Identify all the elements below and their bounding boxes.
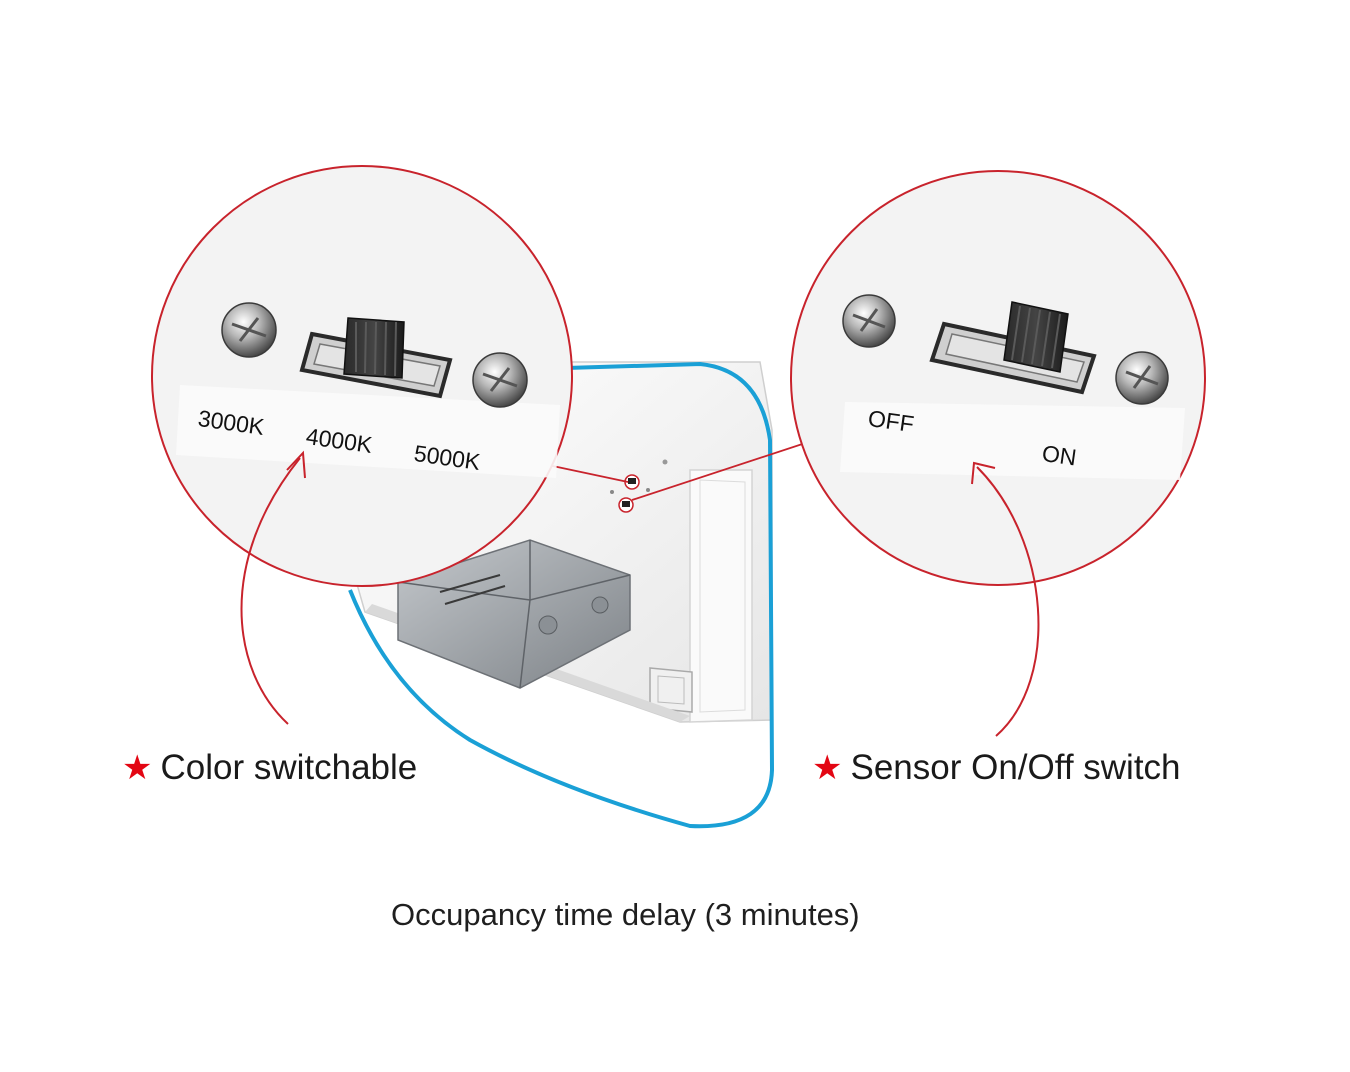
feature-sensor-switch: ★ Sensor On/Off switch xyxy=(812,748,1181,788)
sensor-switch-zoom-circle xyxy=(790,170,1206,586)
slide-switch-icon xyxy=(299,317,453,399)
feature-color-switchable-text: Color switchable xyxy=(160,748,418,787)
arrow-sensor-switch xyxy=(971,461,1040,737)
feature-color-switchable: ★ Color switchable xyxy=(122,748,417,788)
connector-line-color xyxy=(547,464,629,483)
driver-box xyxy=(397,539,631,689)
occupancy-caption: Occupancy time delay (3 minutes) xyxy=(391,897,860,932)
fixture-outline xyxy=(348,361,775,829)
arrow-color-switch xyxy=(240,450,306,725)
screw-icon xyxy=(1115,351,1169,405)
screw-icon xyxy=(472,352,528,408)
color-switch-zoom-circle xyxy=(151,165,573,587)
fixture-panel xyxy=(349,361,773,723)
star-icon: ★ xyxy=(812,749,843,787)
feature-sensor-switch-text: Sensor On/Off switch xyxy=(850,748,1181,787)
star-icon: ★ xyxy=(122,749,153,787)
sensor-on-label: ON xyxy=(1040,440,1079,471)
screw-icon xyxy=(221,302,277,358)
slide-switch-icon xyxy=(929,301,1097,395)
screw-icon xyxy=(842,294,896,348)
